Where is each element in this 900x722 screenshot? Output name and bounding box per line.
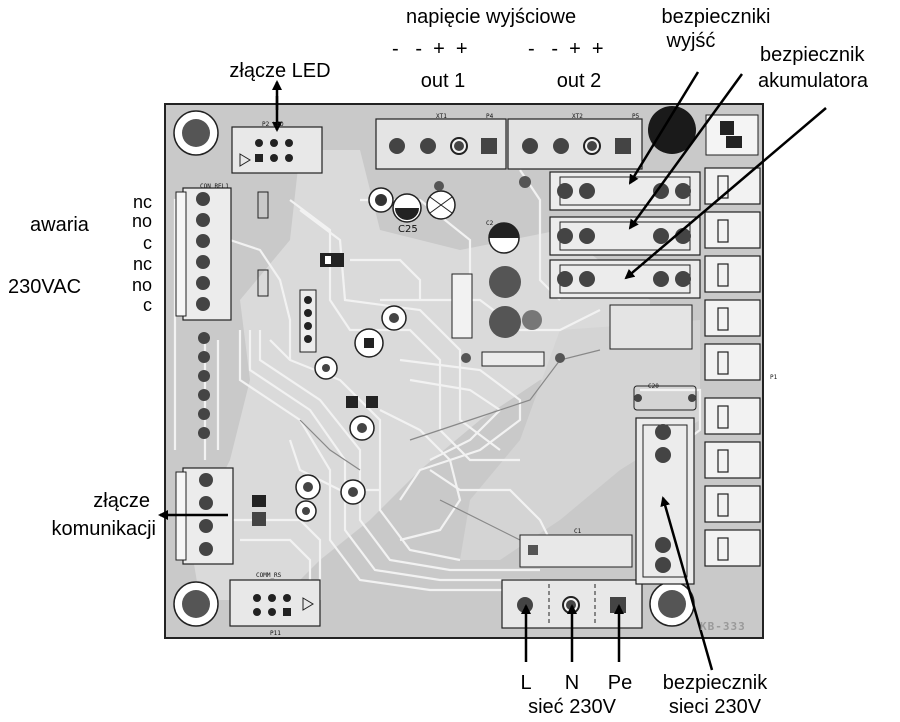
arrow-battery-fuse	[624, 107, 827, 280]
output-terminal-xt2	[507, 118, 643, 170]
label-led-connector: złącze LED	[229, 60, 331, 82]
label-mains-pe: Pe	[607, 672, 633, 694]
components	[252, 176, 697, 568]
mounting-holes	[173, 106, 696, 627]
silk-con-rel1: CON REL1	[200, 183, 229, 190]
edge-connector-p1	[704, 167, 761, 567]
silk-p5: P5	[632, 113, 640, 120]
relay-connector	[175, 187, 232, 321]
silk-p2-led: P2 LED	[262, 121, 284, 128]
label-output-voltage: napięcie wyjściowe	[406, 6, 577, 28]
silk-c2: C2	[486, 220, 494, 227]
silk-c20: C20	[648, 383, 659, 390]
silk-p4: P4	[486, 113, 494, 120]
label-mains-fuse-1: bezpiecznik	[662, 672, 768, 694]
silk-c1: C1	[574, 528, 582, 535]
arrow-mains-fuse	[660, 496, 714, 671]
label-comm-2: komunikacji	[51, 518, 156, 540]
label-mains-230v: sieć 230V	[528, 696, 616, 718]
label-out2-polarity: - - + +	[528, 38, 604, 60]
label-battery-fuse-1: bezpiecznik	[760, 44, 865, 66]
arrow-output-fuse-1	[628, 71, 700, 185]
label-output-fuses-1: bezpieczniki	[661, 6, 771, 28]
label-out1-polarity: - - + +	[392, 38, 468, 60]
label-comm-1: złącze	[93, 490, 150, 512]
silk-p11: P11	[270, 630, 281, 637]
silk-p1: P1	[770, 374, 778, 381]
label-mains-fuse-2: sieci 230V	[668, 696, 762, 718]
label-out2: out 2	[556, 70, 602, 92]
pin-c-1: c	[143, 233, 152, 253]
silk-c25: C25	[398, 224, 418, 235]
silk-xt2: XT2	[572, 113, 583, 120]
output-terminal-xt1	[375, 118, 507, 170]
silk-xt1: XT1	[436, 113, 447, 120]
pin-nc-1: nc	[132, 192, 152, 212]
silk-comm-rs: COMM_RS	[256, 572, 282, 579]
led-connector	[231, 126, 323, 174]
label-output-fuses-2: wyjść	[666, 30, 716, 52]
comm-rs-connector	[229, 579, 321, 627]
label-failure: awaria	[30, 214, 89, 236]
label-230vac: 230VAC	[8, 276, 82, 298]
silk-board-id: KB-333	[700, 620, 746, 633]
label-mains-n: N	[564, 672, 580, 694]
label-out1: out 1	[420, 70, 466, 92]
pad-column	[198, 332, 210, 439]
label-mains-l: L	[520, 672, 532, 694]
fuse-holders	[549, 171, 701, 299]
arrow-output-fuse-2	[628, 73, 744, 230]
pin-c-2: c	[143, 295, 152, 315]
pin-nc-2: nc	[132, 254, 152, 274]
pcb-traces-dark	[299, 349, 601, 541]
pin-no-1: no	[131, 211, 152, 231]
label-battery-fuse-2: akumulatora	[758, 70, 869, 92]
pin-no-2: no	[131, 275, 152, 295]
annotation-arrows	[158, 71, 827, 671]
